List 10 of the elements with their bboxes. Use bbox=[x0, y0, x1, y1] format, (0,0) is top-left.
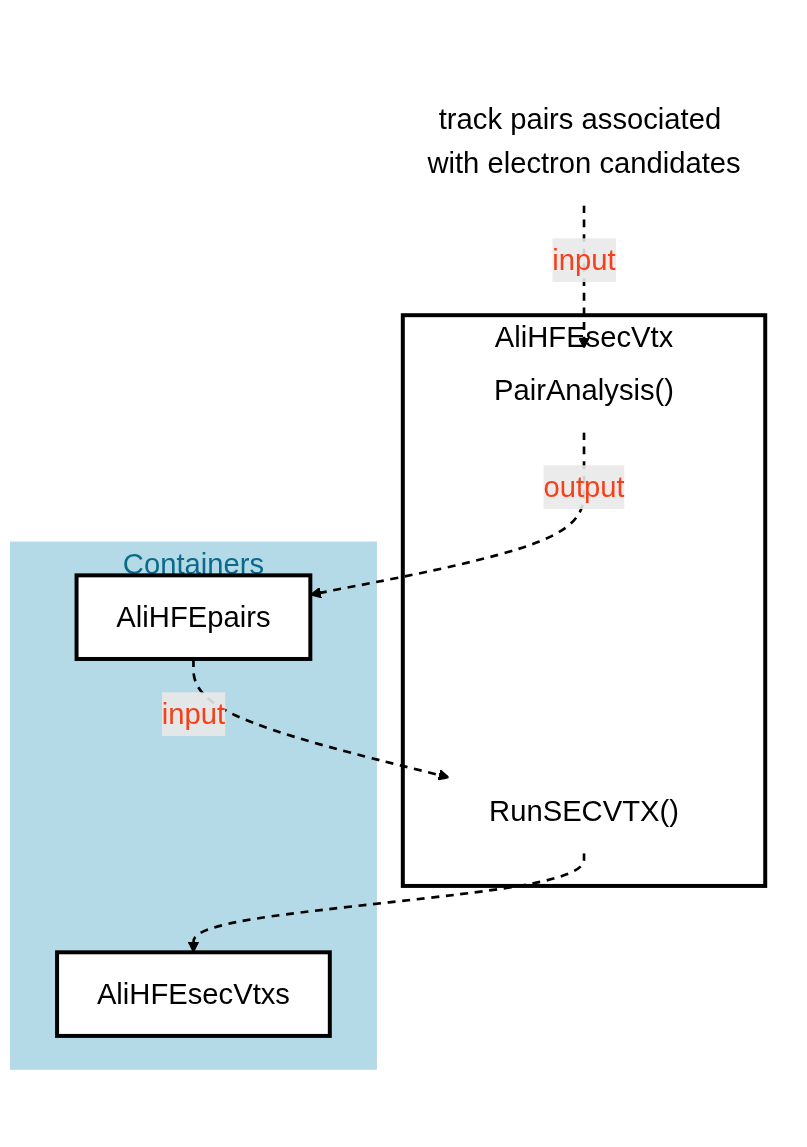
node-text: PairAnalysis() bbox=[493, 373, 675, 407]
node-text: track pairs associated with electron candidates bbox=[427, 102, 741, 180]
edge-label: input bbox=[552, 243, 616, 277]
arrow bbox=[187, 852, 586, 953]
node-box: AliHFEsecVtxs bbox=[55, 950, 332, 1039]
node-box: AliHFEpairs bbox=[74, 573, 313, 662]
node-text: RunSECVTX() bbox=[489, 794, 679, 828]
edge-label: output bbox=[543, 470, 625, 504]
arrow bbox=[192, 659, 450, 781]
edge-label: input bbox=[161, 697, 226, 731]
